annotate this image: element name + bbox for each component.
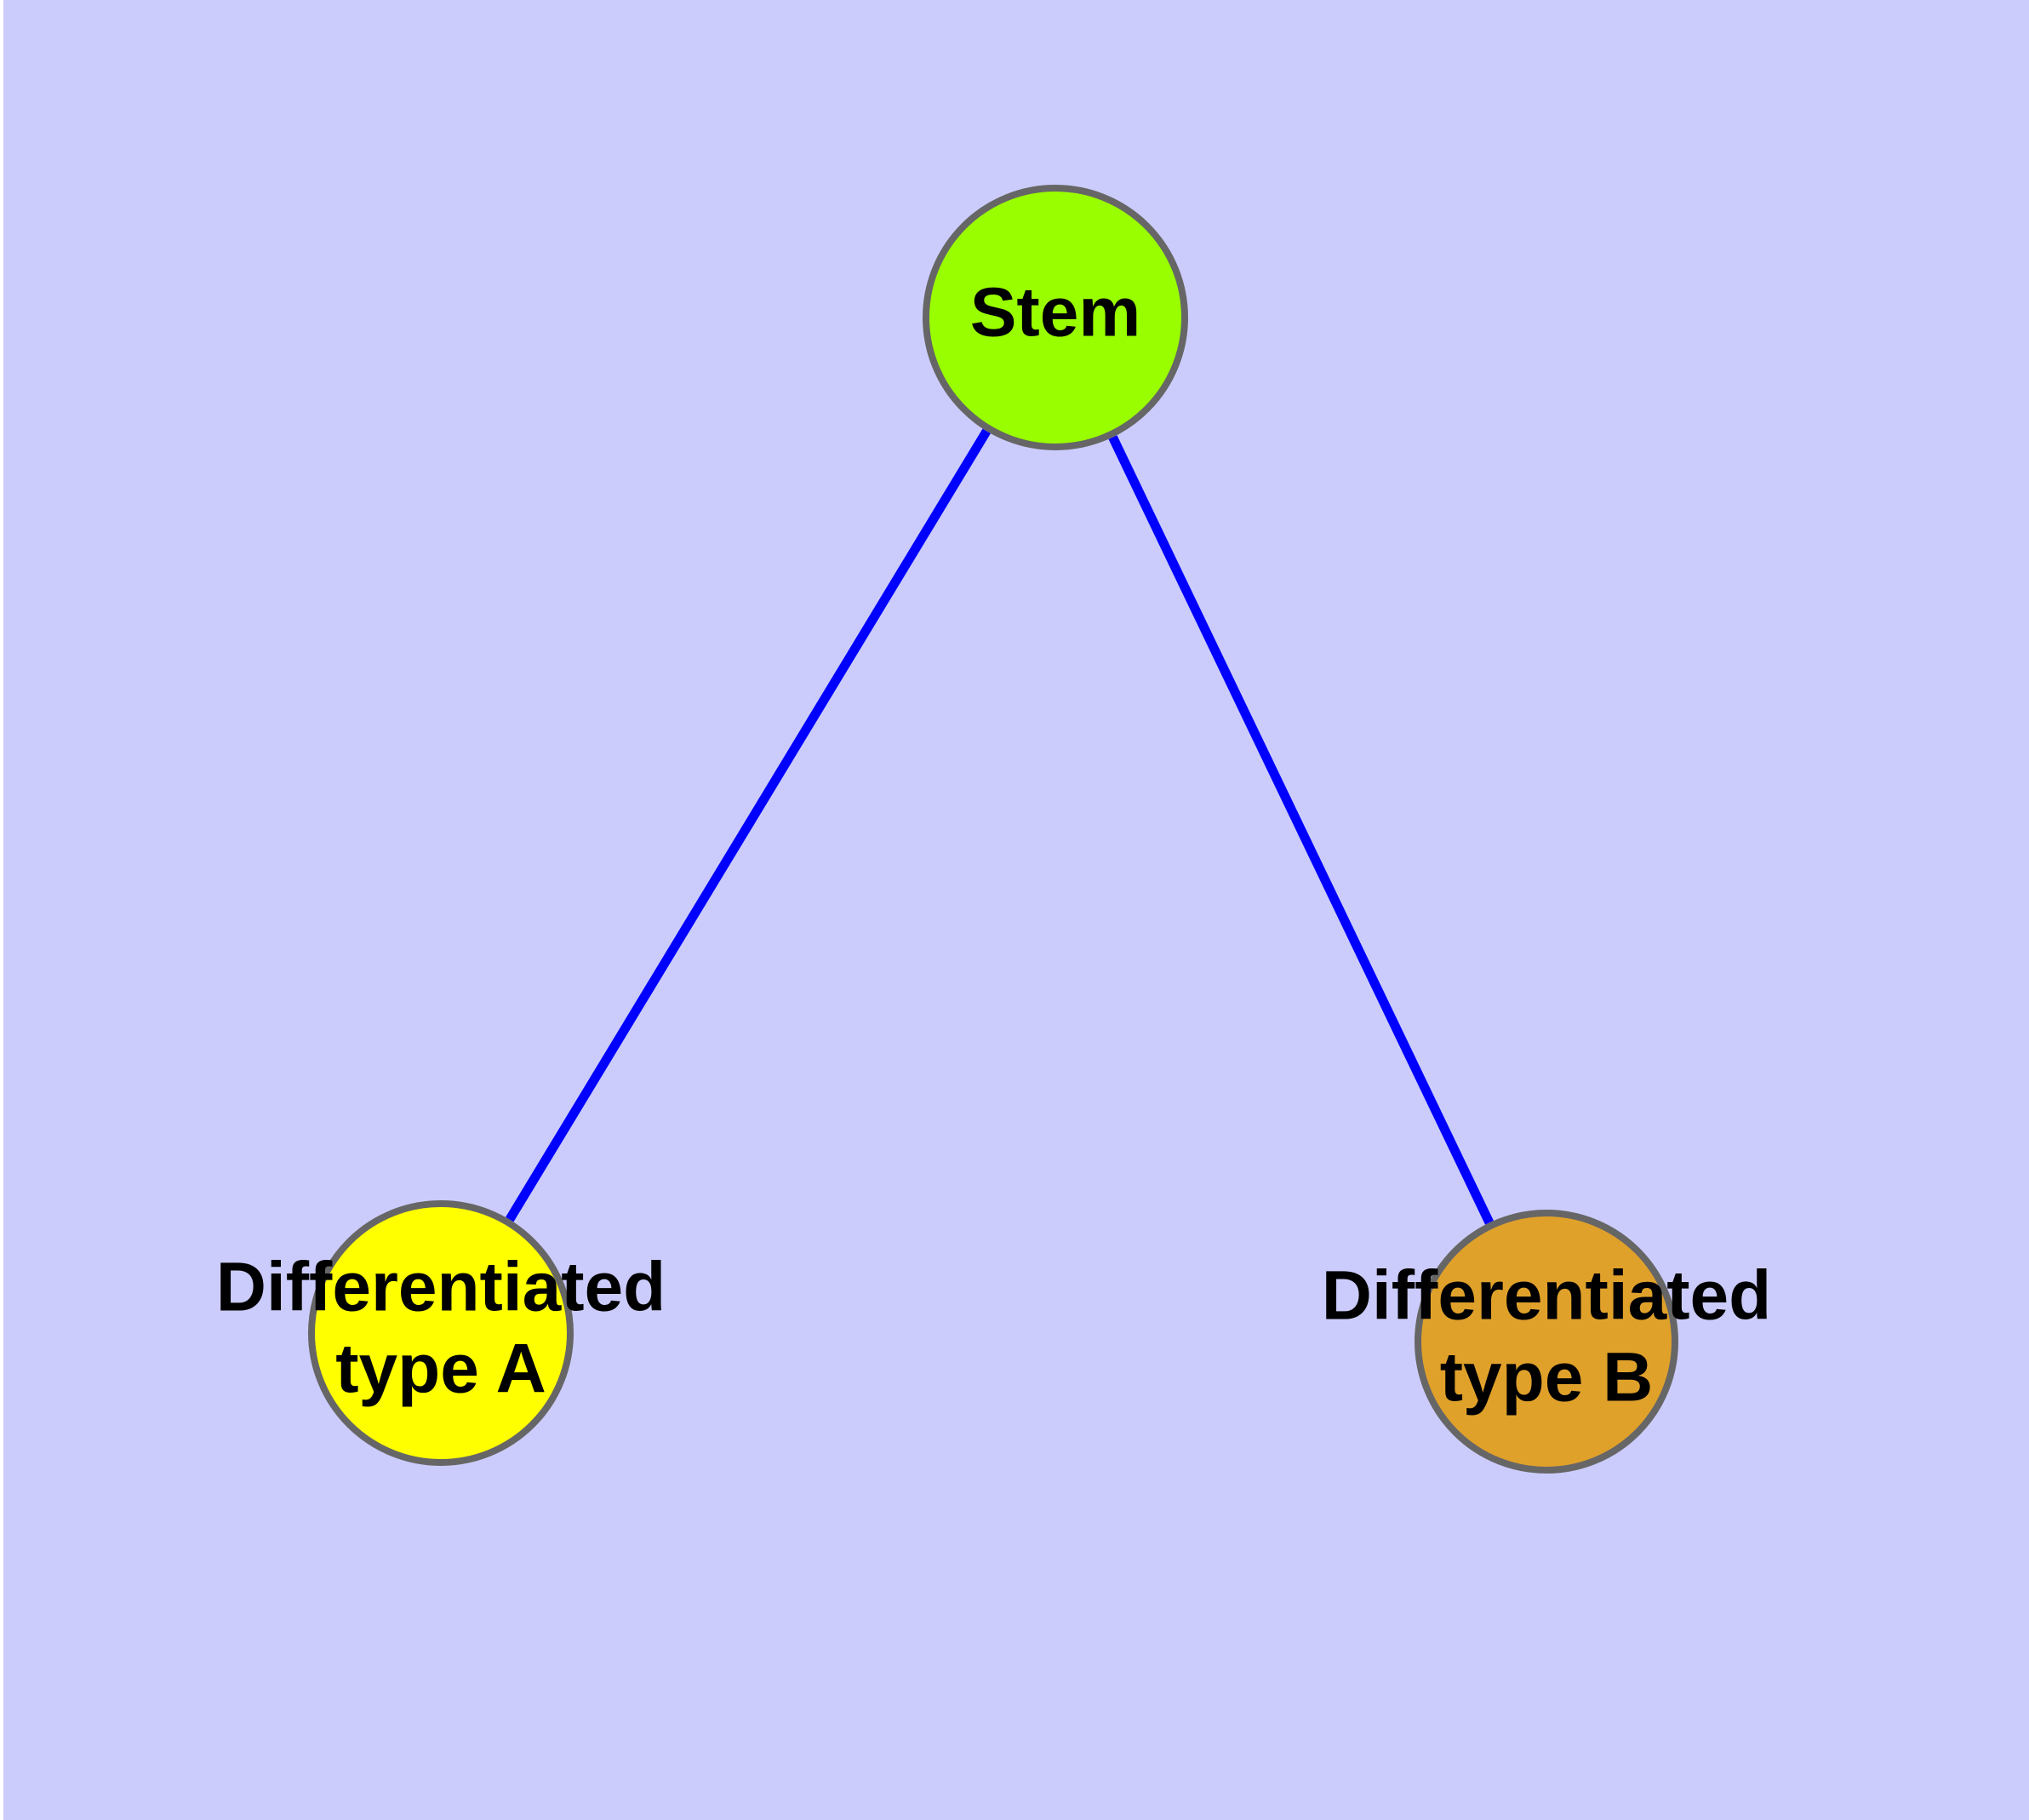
node-differentiated-type-b[interactable] — [1415, 1210, 1678, 1474]
node-label-differentiated-type-a-line2: type A — [335, 1331, 546, 1408]
node-label-differentiated-type-b-line1: Differentiated — [1322, 1257, 1772, 1335]
node-label-differentiated-type-a-line1: Differentiated — [216, 1249, 666, 1326]
node-label-differentiated-type-b-line2: type B — [1440, 1339, 1654, 1417]
node-stem[interactable] — [923, 185, 1188, 450]
nodes-layer — [308, 185, 1678, 1474]
edge-stem-to-differentiated-type-a[interactable] — [506, 428, 991, 1222]
labels-layer: Stem Differentiated type A Differentiate… — [216, 274, 1772, 1417]
node-label-stem: Stem — [970, 274, 1141, 352]
node-differentiated-type-a[interactable] — [308, 1200, 574, 1466]
left-edge-margin — [0, 0, 3, 1820]
edges-layer — [506, 428, 1494, 1225]
edge-stem-to-differentiated-type-b[interactable] — [1108, 435, 1494, 1225]
